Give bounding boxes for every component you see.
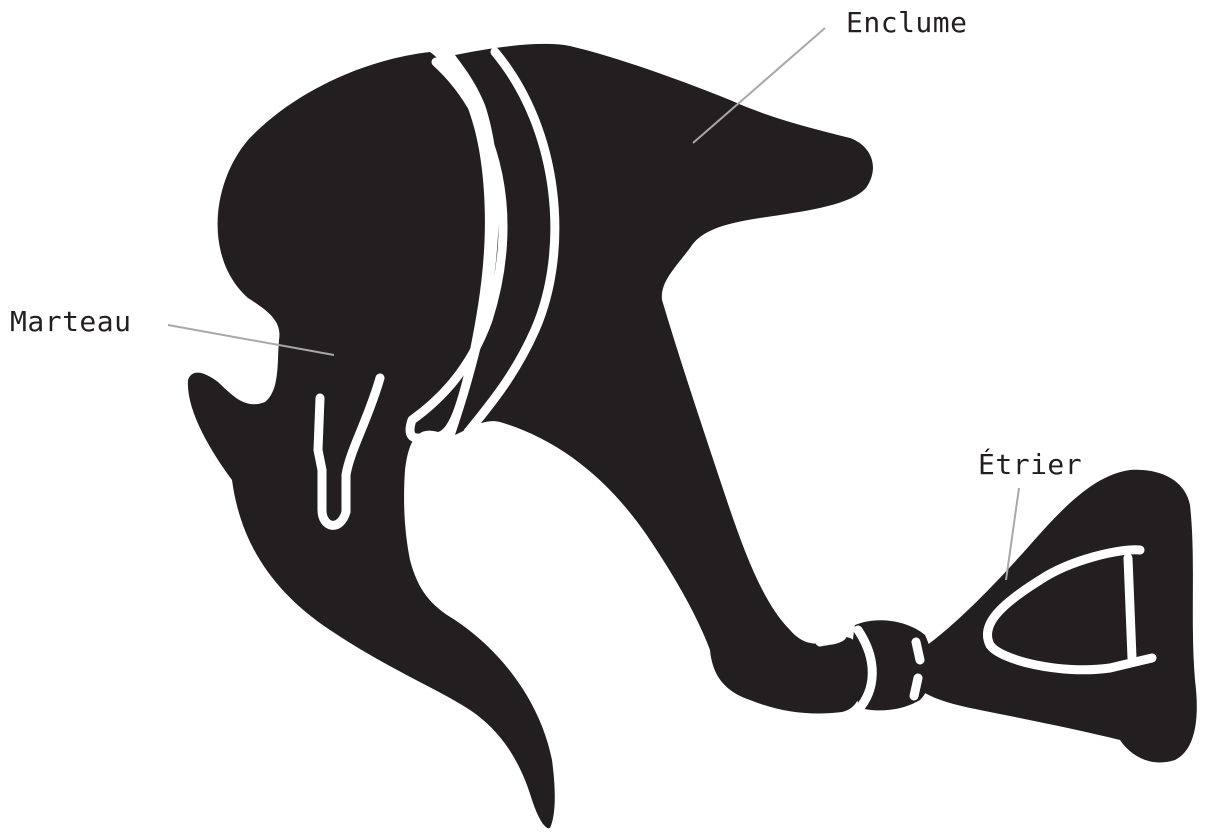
incus-shape bbox=[455, 44, 873, 714]
enclume-label: Enclume bbox=[846, 9, 968, 37]
marteau-label: Marteau bbox=[10, 308, 132, 336]
incus-bone-icon bbox=[410, 44, 873, 714]
etrier-label: Étrier bbox=[978, 451, 1082, 479]
stapes-footplate-line bbox=[1128, 558, 1132, 658]
stapes-arch bbox=[920, 470, 1197, 763]
stapes-bone-icon bbox=[852, 470, 1197, 763]
incus-lenticular-groove bbox=[820, 636, 842, 642]
